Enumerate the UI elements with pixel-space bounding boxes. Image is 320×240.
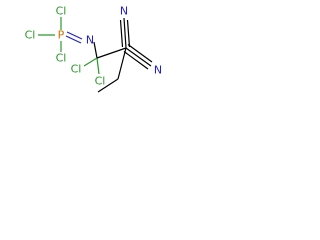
bond-ch2-ch3 <box>97 78 119 93</box>
bond-p-n-2 <box>65 35 82 44</box>
atom-cl-c-left: Cl <box>71 63 82 76</box>
atom-cl-p-left: Cl <box>25 29 36 42</box>
bond-c-c <box>96 47 127 59</box>
bond-nitrile-right-2 <box>127 44 153 63</box>
bond-nitrile-right-3 <box>123 51 149 70</box>
bond-c-ch2 <box>117 47 127 80</box>
atom-cl-p-top: Cl <box>56 5 67 18</box>
atom-phosphorus: P <box>58 29 65 42</box>
atom-cl-c-right: Cl <box>95 75 106 88</box>
bond-nitrile-top-3 <box>126 19 131 48</box>
atom-nitrile-n-top: N <box>120 5 128 18</box>
bond-nitrile-top-1 <box>123 17 127 49</box>
atom-label-layer: Cl Cl P Cl N Cl Cl N N <box>25 5 162 88</box>
atom-nitrogen: N <box>86 34 94 47</box>
atom-nitrile-n-right: N <box>154 64 162 77</box>
atom-cl-p-bottom: Cl <box>56 52 67 65</box>
bond-nitrile-top-2 <box>119 19 124 48</box>
bond-c-cl-right <box>96 57 100 75</box>
bond-c-cl-left <box>83 57 98 67</box>
bond-n-c <box>93 41 98 59</box>
bond-layer <box>38 17 153 93</box>
bond-p-n-1 <box>66 31 83 40</box>
molecule-structure: Cl Cl P Cl N Cl Cl N N <box>25 5 162 93</box>
bond-nitrile-right-1 <box>125 47 152 67</box>
